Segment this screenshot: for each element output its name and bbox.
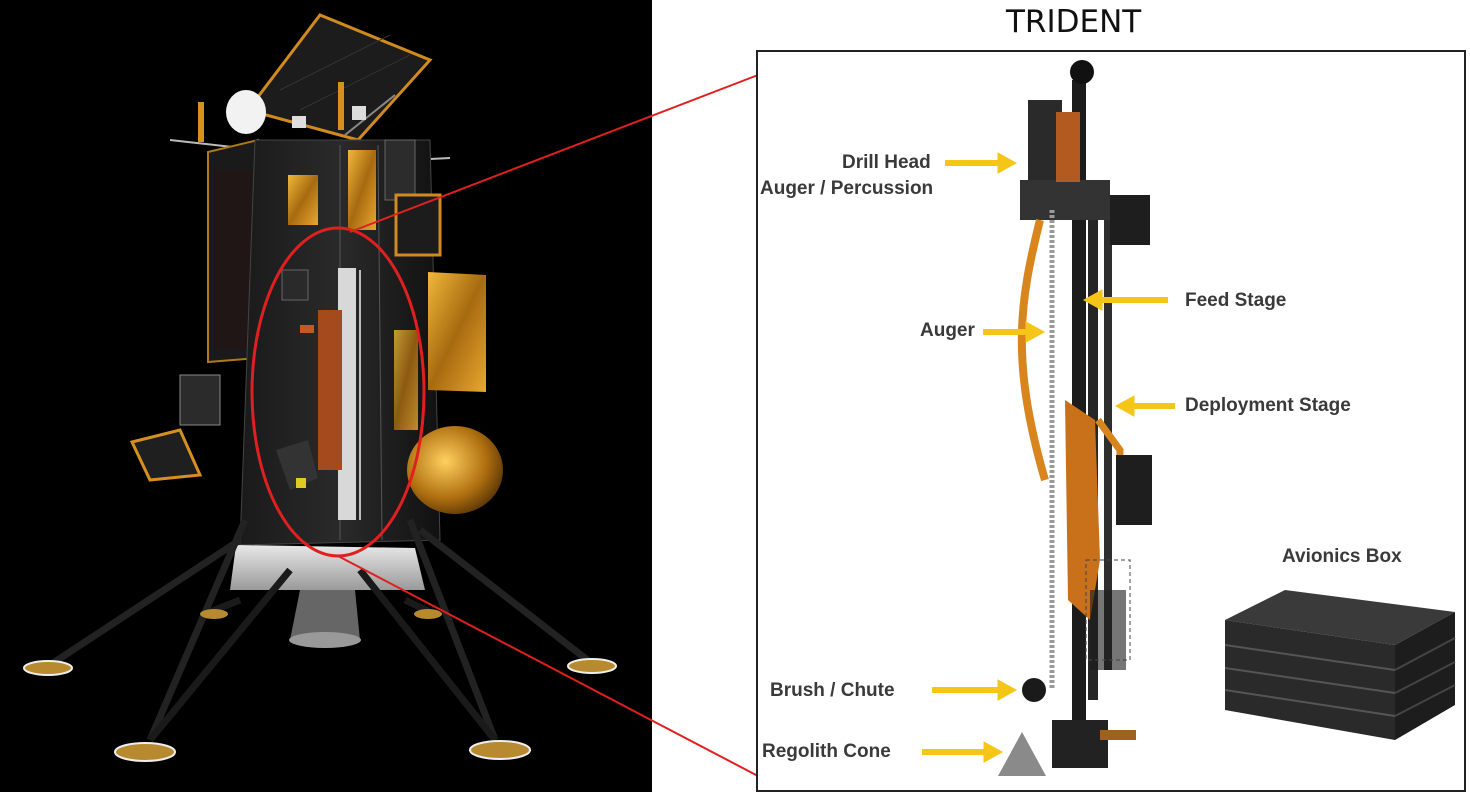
lander-base [230, 545, 425, 590]
gold-tank [407, 426, 503, 514]
label-auger-percussion: Auger / Percussion [760, 178, 934, 199]
label-drill-head: Drill Head [842, 152, 931, 173]
label-regolith-cone: Regolith Cone [762, 741, 891, 762]
lander-illustration [0, 0, 652, 792]
label-brush-chute: Brush / Chute [770, 680, 895, 701]
label-deployment-stage: Deployment Stage [1185, 395, 1351, 416]
lander-drawing [23, 13, 617, 762]
diagram-title: TRIDENT [1006, 4, 1142, 40]
label-auger: Auger [920, 320, 975, 341]
gold-side-panel [428, 272, 486, 392]
label-avionics-box: Avionics Box [1282, 546, 1402, 567]
trident-drill-on-lander [276, 268, 361, 520]
label-feed-stage: Feed Stage [1185, 290, 1287, 311]
